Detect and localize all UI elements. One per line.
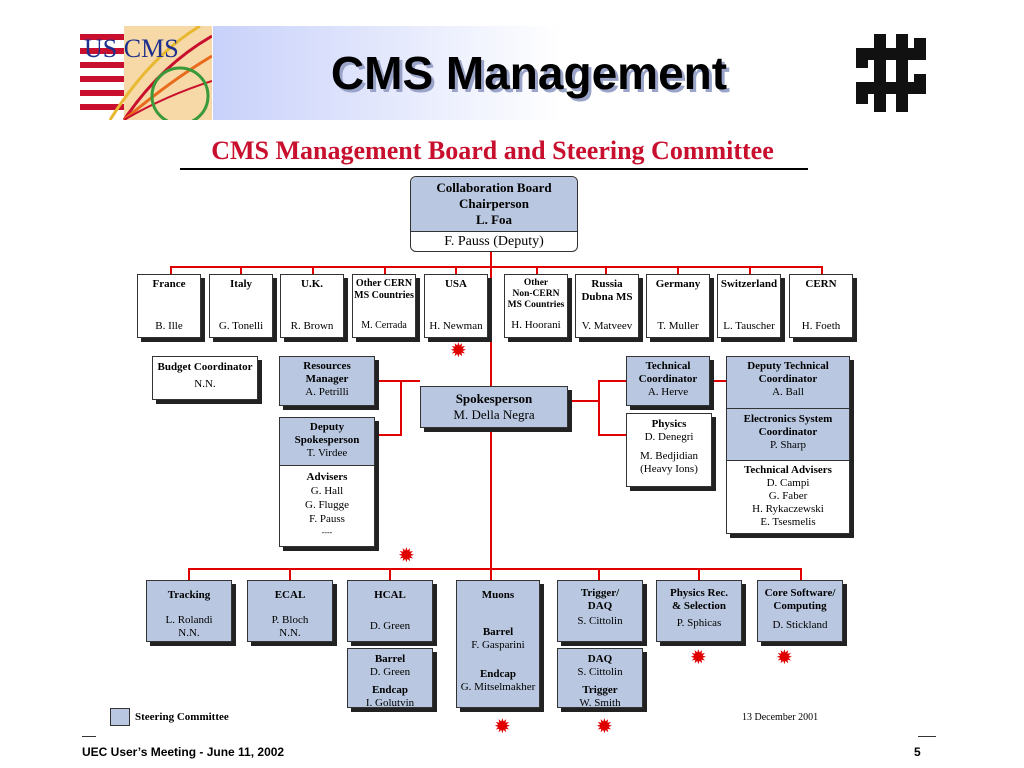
country-box-other-cern: Other CERN MS Countries M. Cerrada — [352, 274, 416, 338]
resources-manager-box: Resources Manager A. Petrilli — [279, 356, 375, 406]
collaboration-board-title: Collaboration Board Chairperson L. Foa — [411, 177, 577, 232]
technical-coordinator-box: Technical Coordinator A. Herve — [626, 356, 710, 406]
subsystem-physics-rec: Physics Rec. & Selection P. Sphicas — [656, 580, 742, 642]
us-cms-logo: US CMS — [80, 26, 212, 120]
star-icon: ✹ — [398, 543, 415, 567]
trigger-detail-box: DAQ S. Cittolin Trigger W. Smith — [557, 648, 643, 709]
diagram-title: CMS Management Board and Steering Commit… — [211, 136, 774, 165]
chart-date: 13 December 2001 — [742, 712, 819, 723]
country-box-russia: Russia Dubna MS V. Matveev — [575, 274, 639, 338]
title-underline — [180, 168, 808, 170]
star-icon: ✹ — [450, 338, 467, 362]
spokesperson-box: Spokesperson M. Della Negra — [420, 386, 568, 428]
country-box-usa: USA H. Newman — [424, 274, 488, 338]
country-box-other-non-cern: Other Non-CERN MS Countries H. Hoorani — [504, 274, 568, 338]
footer-meeting-label: UEC User’s Meeting - June 11, 2002 — [82, 745, 285, 759]
advisers-list: Advisers G. Hall G. Flugge F. Pauss ---- — [305, 471, 349, 537]
subsystem-core-software: Core Software/ Computing D. Stickland — [757, 580, 843, 642]
subsystem-muons: Muons Barrel F. Gasparini Endcap G. Mits… — [456, 580, 540, 708]
star-icon: ✹ — [776, 645, 793, 669]
page-number: 5 — [914, 745, 921, 759]
subsystem-hcal: HCAL D. Green — [347, 580, 433, 642]
country-box-france: France B. Ille — [137, 274, 201, 338]
hcal-detail-box: Barrel D. Green Endcap I. Golutvin — [347, 648, 433, 709]
legend-swatch — [110, 708, 130, 726]
star-icon: ✹ — [690, 645, 707, 669]
budget-coordinator-box: Budget Coordinator N.N. — [152, 356, 258, 400]
technical-advisers-list: Technical Advisers D. Campi G. Faber H. … — [744, 464, 832, 528]
subsystem-trigger-daq: Trigger/ DAQ S. Cittolin — [557, 580, 643, 642]
collaboration-board-deputy: F. Pauss (Deputy) — [444, 234, 544, 249]
country-box-germany: Germany T. Muller — [646, 274, 710, 338]
physics-box: Physics D. Denegri M. Bedjidian (Heavy I… — [626, 413, 712, 487]
footer-rule-left — [82, 736, 96, 737]
star-icon: ✹ — [494, 714, 511, 738]
deputy-technical-title: Deputy Technical Coordinator A. Ball — [727, 357, 849, 409]
slide-title: CMS Management — [330, 47, 728, 99]
legend-label: Steering Committee — [135, 711, 229, 723]
deputy-spokesperson-box: Deputy Spokesperson T. Virdee Advisers G… — [279, 417, 375, 547]
collaboration-board-box: Collaboration Board Chairperson L. Foa F… — [410, 176, 578, 252]
footer-rule-right — [918, 736, 936, 737]
fermilab-logo-icon — [846, 26, 936, 120]
star-icon: ✹ — [596, 714, 613, 738]
country-box-cern: CERN H. Foeth — [789, 274, 853, 338]
deputy-technical-coordinator-box: Deputy Technical Coordinator A. Ball Ele… — [726, 356, 850, 534]
country-box-switzerland: Switzerland L. Tauscher — [717, 274, 781, 338]
country-box-italy: Italy G. Tonelli — [209, 274, 273, 338]
deputy-spokesperson-title: Deputy Spokesperson T. Virdee — [280, 418, 374, 466]
subsystem-tracking: Tracking L. Rolandi N.N. — [146, 580, 232, 642]
country-box-uk: U.K. R. Brown — [280, 274, 344, 338]
us-cms-logo-text: US CMS — [84, 34, 179, 63]
subsystem-ecal: ECAL P. Bloch N.N. — [247, 580, 333, 642]
electronics-coordinator-section: Electronics System Coordinator P. Sharp — [727, 409, 849, 461]
header-banner — [213, 26, 845, 120]
